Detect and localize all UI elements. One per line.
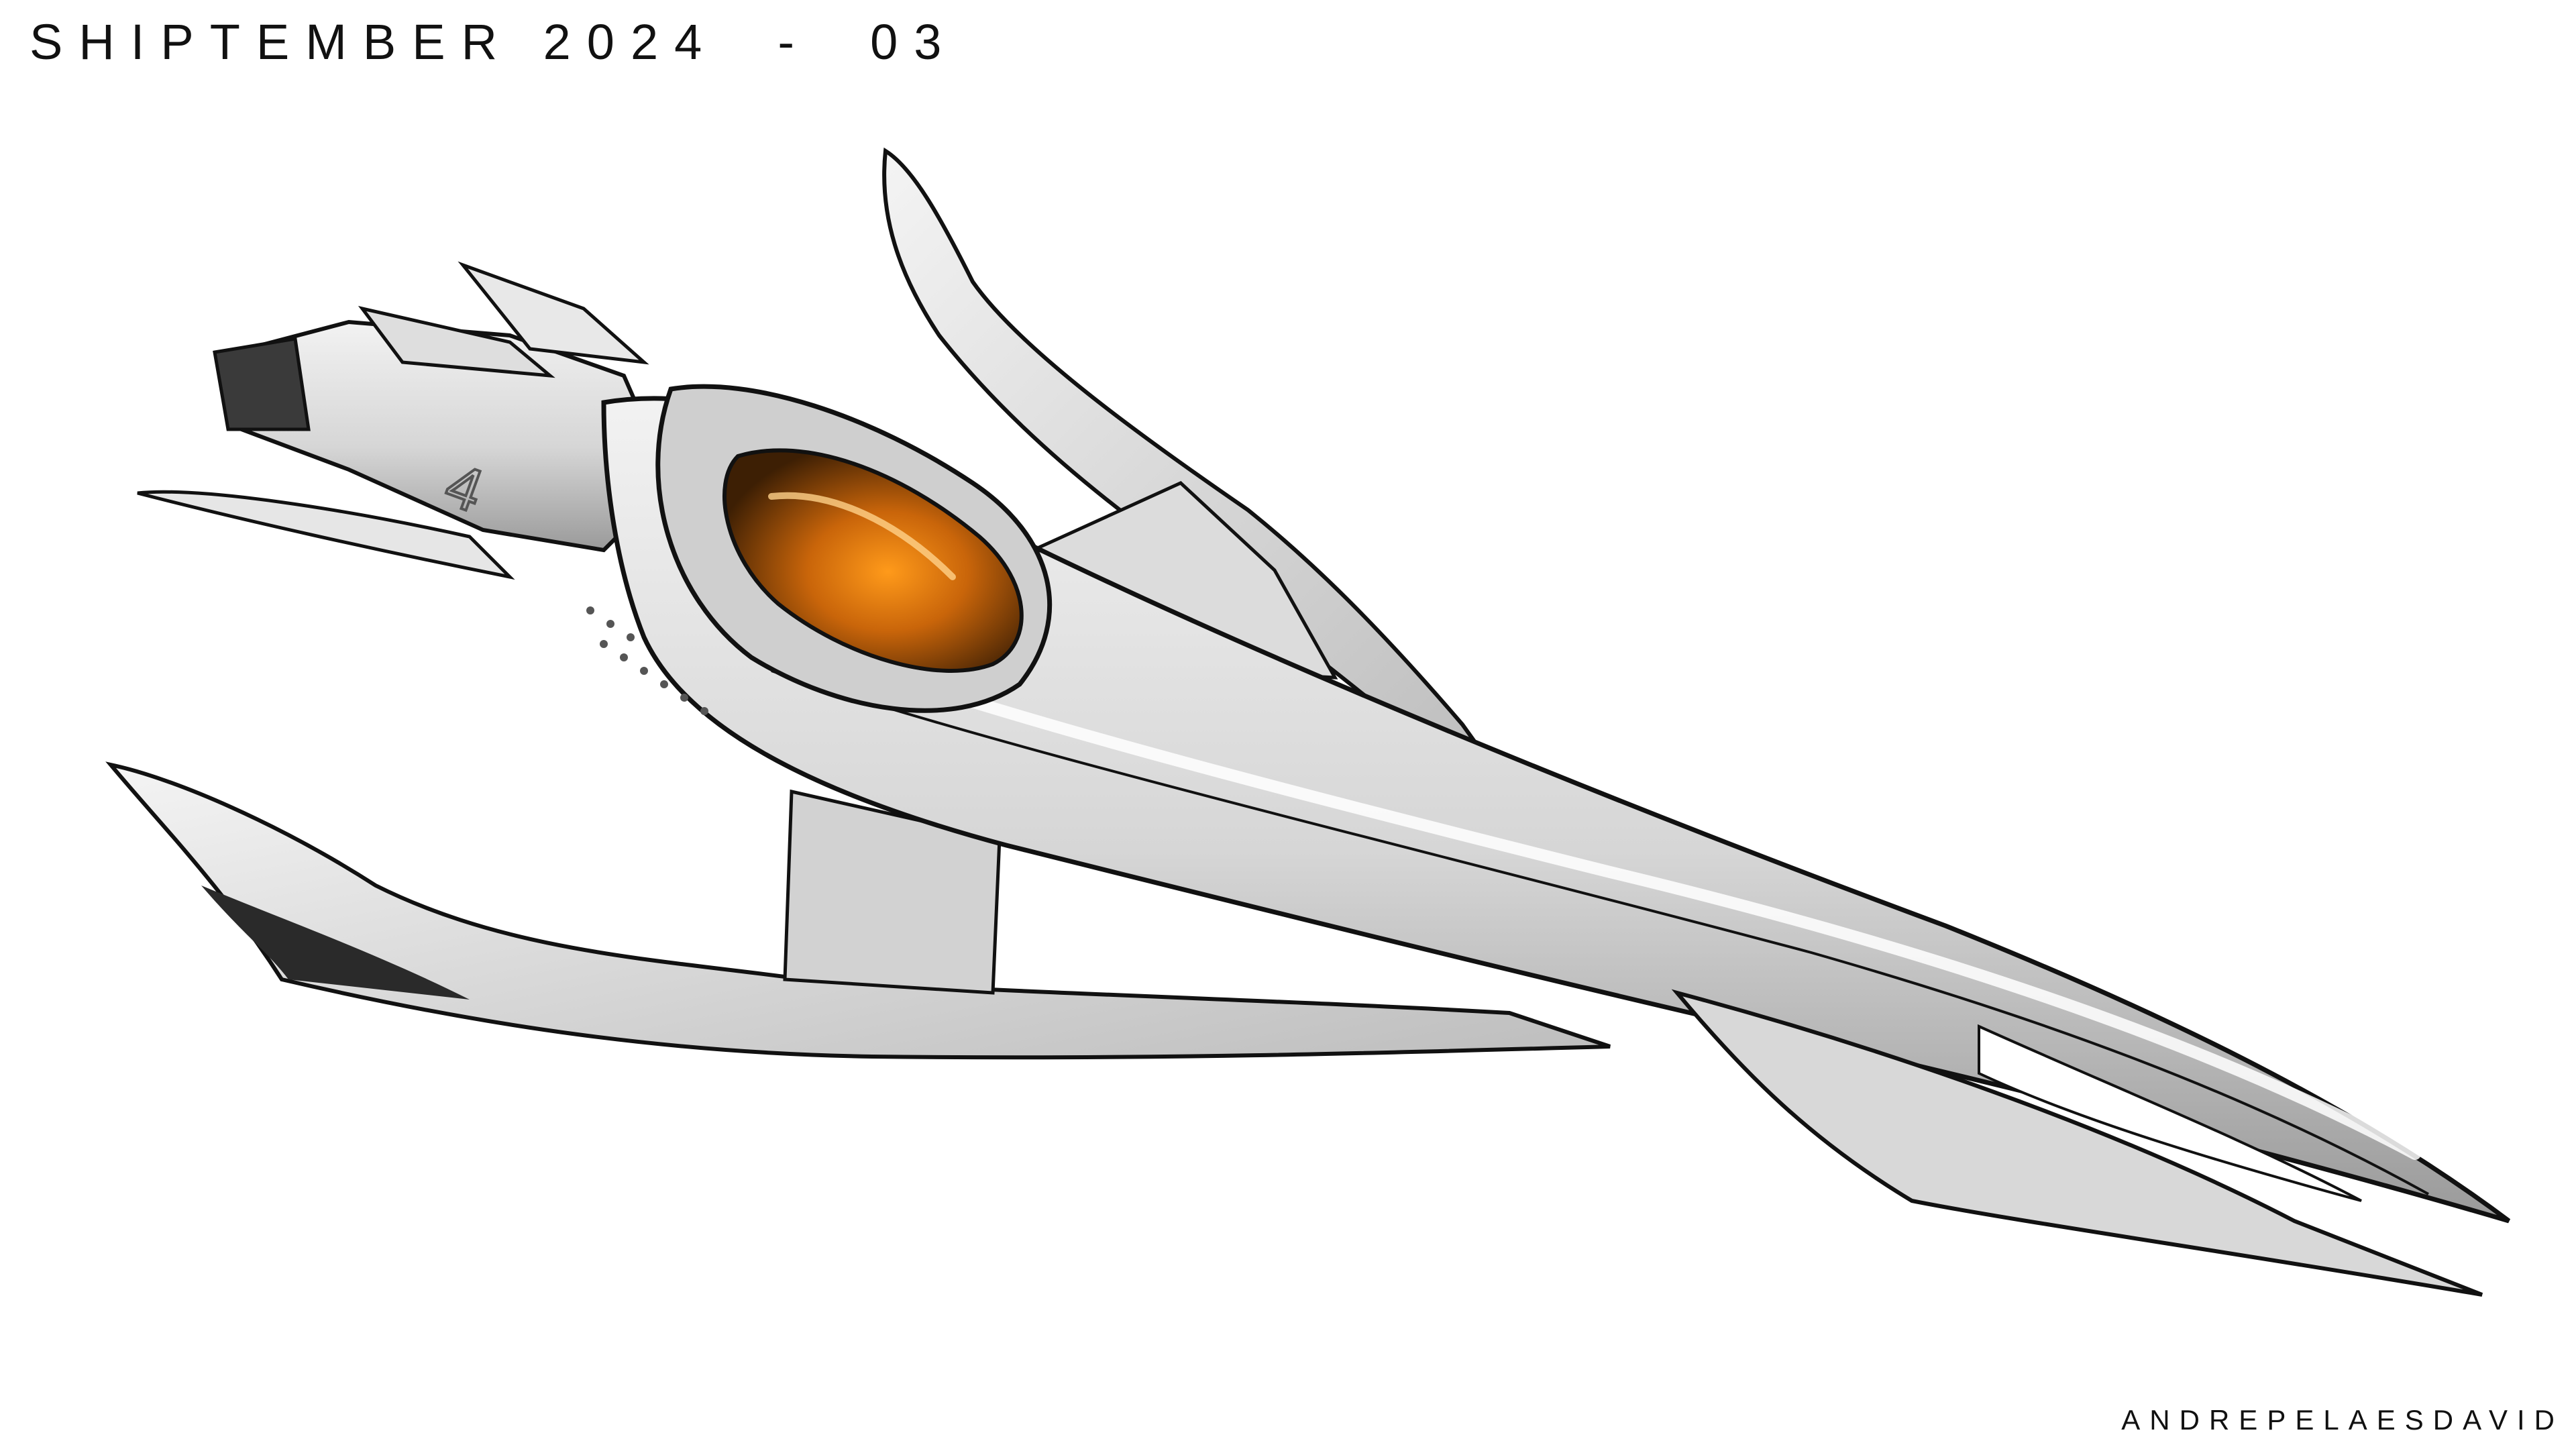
lower-wing-shadow [201, 885, 470, 1000]
prong-gap [1978, 1024, 2362, 1202]
canopy-reflection [768, 492, 956, 580]
rear-spike [137, 490, 515, 580]
artwork-title: SHIPTEMBER 2024 - 03 [30, 14, 958, 70]
rear-fin-mid [358, 306, 555, 378]
lower-wing [105, 761, 1611, 1060]
engine-nozzles [213, 337, 311, 431]
artist-signature: ANDREPELAESDAVID [2121, 1404, 2564, 1436]
fuselage-panel-line [771, 669, 2429, 1195]
hull-vents [586, 606, 708, 715]
rear-fin-top [458, 261, 649, 365]
main-fuselage [601, 396, 2511, 1224]
canopy [722, 448, 1024, 673]
lower-prong [1671, 989, 2483, 1297]
